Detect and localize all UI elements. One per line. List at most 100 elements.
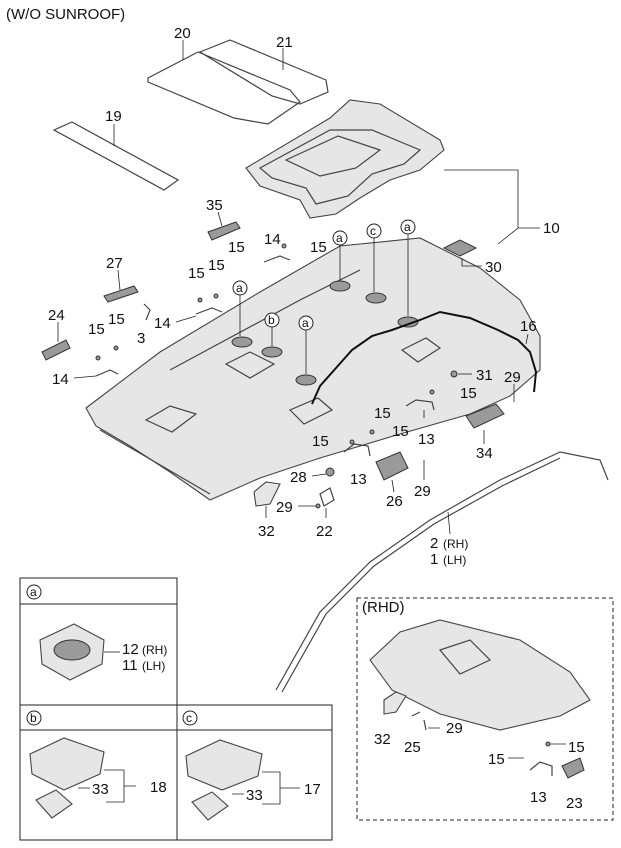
rhd-callout-29: 29 [446,720,463,737]
circle-mark-a-3-label: a [236,281,243,295]
part-14-handle-a [175,307,223,323]
callout-19: 19 [105,108,122,125]
callout-15-a: 15 [228,239,245,256]
rhd-inset [356,597,614,821]
callout-13-upper: 13 [418,431,435,448]
part-14-handle-b [263,255,291,263]
circle-mark-a-2-label: a [404,220,411,234]
detail-c-part-lamp: 17 [304,781,321,798]
main-headliner [85,237,541,501]
part-22-bracket [319,487,335,518]
callout-29-right: 29 [504,369,521,386]
circle-mark-a-4-label: a [302,316,309,330]
circle-mark-a-1-label: a [336,231,343,245]
part-24-bracket [41,322,71,361]
rhd-callout-15-a: 15 [568,739,585,756]
callout-35: 35 [206,197,223,214]
callout-26: 26 [386,493,403,510]
part-32-lamp [253,481,281,518]
detail-a-box [19,577,178,706]
callout-3: 3 [137,330,145,347]
circle-mark-a-3 [232,280,248,336]
detail-c-box [176,704,333,841]
part-31-clip [450,370,472,378]
detail-a-part-lh: 11 [122,657,138,674]
part-35-bracket [207,211,241,241]
part-10-headliner-pad [245,99,445,219]
part-34-module [465,403,505,444]
circle-mark-b-label: b [268,313,275,327]
callout-27: 27 [106,255,123,272]
callout-15-j: 15 [312,433,329,450]
callout-24: 24 [48,307,65,324]
part-26-module [375,451,409,493]
callout-15-h: 15 [374,405,391,422]
callout-13-lower: 13 [350,471,367,488]
detail-a-letter: a [30,585,37,599]
part-16-wiring-harness [311,310,538,405]
diagram-title: (W/O SUNROOF) [6,6,125,23]
callout-16: 16 [520,318,537,335]
callout-29-lower: 29 [276,499,293,516]
callout-1: 1 [430,551,438,568]
part-21-pad [198,39,329,105]
part-19-strip [52,121,180,191]
callout-22: 22 [316,523,333,540]
callout-2: 2 [430,535,438,552]
callout-15-g: 15 [460,385,477,402]
callout-29-mid: 29 [414,483,431,500]
callout-14-b: 14 [264,231,281,248]
circle-mark-a-1 [332,230,348,280]
circle-mark-a-4 [298,315,314,374]
rhd-callout-25: 25 [404,739,421,756]
part-3-hook [143,303,151,321]
callout-20: 20 [174,25,191,42]
rhd-callout-32: 32 [374,731,391,748]
detail-b-part-lamp: 18 [150,779,167,796]
part-13-handle-lower [343,443,371,457]
callout-10: 10 [543,220,560,237]
detail-c-letter: c [186,711,192,725]
rhd-callout-13: 13 [530,789,547,806]
circle-mark-b [264,312,280,346]
callout-34: 34 [476,445,493,462]
callout-15-b: 15 [310,239,327,256]
detail-a-part-rh: 12 [122,641,139,658]
callout-1-side: (LH) [443,553,466,567]
part-20-pad [147,40,301,125]
circle-mark-a-2 [400,219,416,316]
detail-c-part-bulb: 33 [246,787,263,804]
part-29-screw-lower [298,503,321,509]
detail-b-letter: b [30,711,37,725]
detail-b-box [19,704,178,841]
rhd-title: (RHD) [362,599,405,616]
callout-28: 28 [290,469,307,486]
part-14-handle-c [73,369,119,379]
callout-14-c: 14 [52,371,69,388]
callout-32: 32 [258,523,275,540]
circle-mark-c [366,223,382,292]
callout-15-c: 15 [188,265,205,282]
callout-15-i: 15 [392,423,409,440]
circle-mark-c-label: c [370,224,376,238]
callout-31: 31 [476,367,493,384]
callout-15-e: 15 [88,321,105,338]
rhd-callout-15-b: 15 [488,751,505,768]
clip-15-marks [95,243,435,445]
curtain-airbag-1-2 [275,451,609,693]
callout-30: 30 [485,259,502,276]
part-27-bracket [103,269,139,303]
part-13-handle-upper [405,399,435,418]
callout-15-f: 15 [108,311,125,328]
part-28-clip [311,467,335,477]
rhd-callout-23: 23 [566,795,583,812]
callout-2-side: (RH) [443,537,468,551]
detail-a-part-lh-side: (LH) [142,659,165,673]
callout-15-d: 15 [208,257,225,274]
part-30-lamp [442,239,482,267]
callout-14-a: 14 [154,315,171,332]
callout-21: 21 [276,34,293,51]
detail-b-part-bulb: 33 [92,781,109,798]
detail-a-part-rh-side: (RH) [142,643,167,657]
